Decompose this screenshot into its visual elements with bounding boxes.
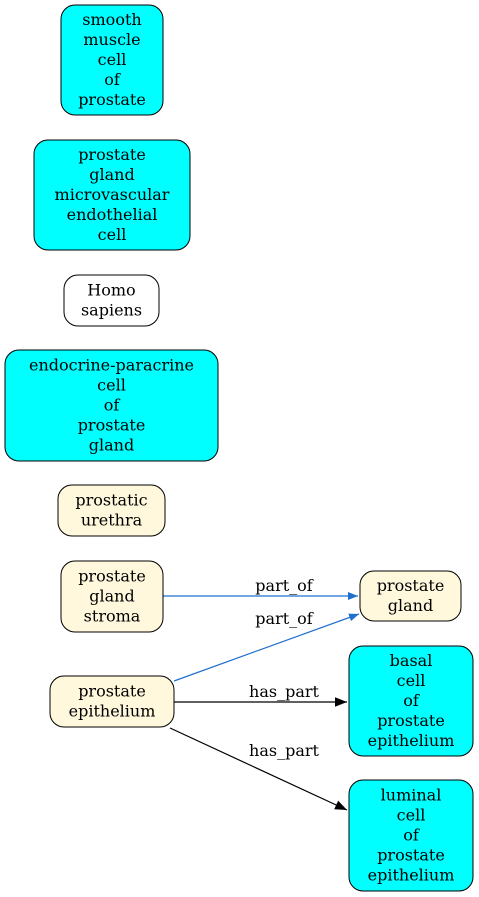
node-label-line: cell [97, 376, 126, 395]
node-label-line: luminal [381, 786, 442, 805]
node-label-line: prostate [78, 416, 146, 435]
node-label-line: of [104, 396, 121, 415]
node-box [359, 570, 462, 622]
edge-epi-basal: has_part [174, 682, 347, 707]
node-label-line: sapiens [81, 301, 142, 320]
node-label-line: prostate [78, 682, 146, 701]
edge-epi-luminal: has_part [169, 727, 348, 811]
node-label-line: cell [98, 225, 127, 244]
node-box [63, 274, 160, 327]
node-label-line: of [104, 70, 121, 89]
node-label-line: Homo [87, 281, 135, 300]
node-label-line: prostate [377, 711, 445, 730]
edge-line [173, 613, 360, 682]
node-label-line: gland [89, 165, 134, 184]
node-label-line: cell [397, 806, 426, 825]
edge-label: has_part [249, 682, 319, 701]
node-label-line: basal [390, 651, 433, 670]
edge-label: has_part [249, 741, 319, 760]
nodes-layer: smoothmusclecellofprostateprostateglandm… [4, 4, 474, 892]
node-label-line: epithelium [69, 702, 156, 721]
node-label-line: cell [98, 50, 127, 69]
node-label-line: epithelium [368, 866, 455, 885]
node-label-line: gland [388, 596, 433, 615]
node-label-line: gland [89, 436, 134, 455]
edge-label: part_of [255, 576, 313, 595]
node-label-line: prostatic [75, 491, 147, 510]
node-box [49, 675, 175, 728]
node-label-line: cell [397, 671, 426, 690]
node-label-line: endothelial [67, 205, 158, 224]
node-label-line: prostate [78, 567, 146, 586]
node-label-line: muscle [83, 30, 140, 49]
edge-label: part_of [255, 609, 313, 628]
edge-line [169, 727, 348, 811]
node-box [348, 779, 474, 892]
node-label-line: of [403, 826, 420, 845]
node-label-line: of [403, 691, 420, 710]
node-label-line: prostate [78, 90, 146, 109]
node-label-line: prostate [377, 846, 445, 865]
node-box [33, 139, 191, 251]
node-label-line: smooth [82, 10, 141, 29]
node-box [4, 349, 219, 462]
edge-stroma-gland: part_of [163, 576, 358, 600]
node-box [60, 560, 164, 633]
node-label-line: gland [89, 587, 134, 606]
node-box [57, 484, 166, 537]
edges-layer: part_of part_of has_part has_part [163, 576, 360, 811]
node-box [348, 645, 474, 757]
node-label-line: stroma [84, 607, 141, 626]
node-label-line: microvascular [55, 185, 170, 204]
node-microvascular[interactable]: prostateglandmicrovascularendothelialcel… [33, 139, 191, 251]
node-label-line: urethra [81, 511, 143, 530]
edge-epi-gland: part_of [173, 609, 360, 682]
node-box [60, 4, 164, 116]
node-label-line: epithelium [368, 731, 455, 750]
node-label-line: prostate [78, 145, 146, 164]
node-label-line: endocrine-paracrine [29, 356, 194, 375]
node-label-line: prostate [377, 576, 445, 595]
